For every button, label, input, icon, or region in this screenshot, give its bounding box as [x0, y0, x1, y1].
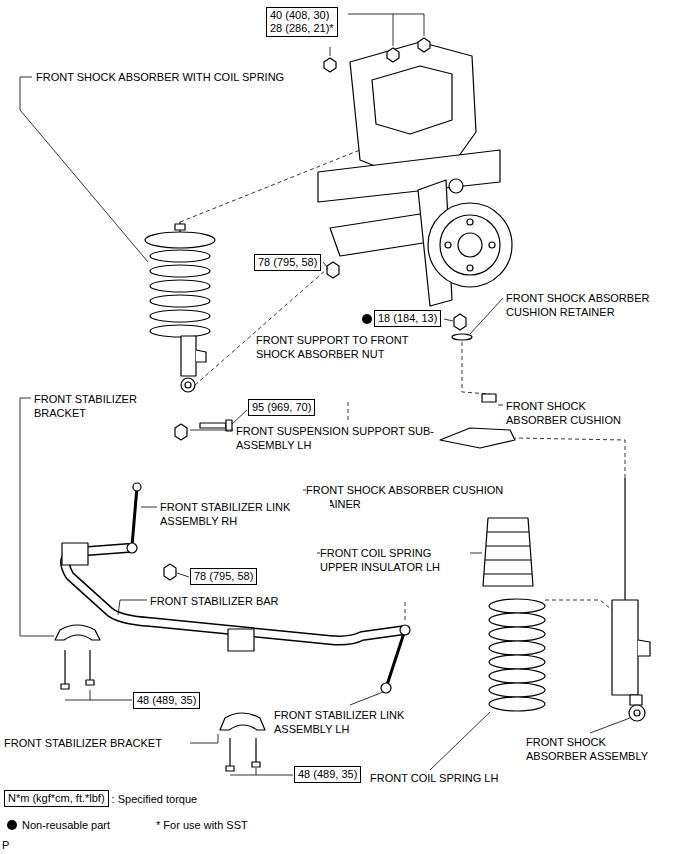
part-label: FRONT SHOCK ABSORBER ASSEMBLY: [526, 735, 666, 763]
torque-value: 18 (184, 13): [378, 312, 437, 325]
torque-box: 48 (489, 35): [294, 766, 361, 783]
legend-text: : Specified torque: [112, 792, 198, 806]
part-label: FRONT SHOCK ABSORBER CUSHION RETAINER: [306, 483, 536, 511]
torque-box: 95 (969, 70): [248, 399, 315, 416]
part-label: FRONT SUSPENSION SUPPORT SUB-ASSEMBLY LH: [236, 424, 436, 452]
torque-value: 48 (489, 35): [298, 768, 357, 781]
legend-text: Non-reusable part: [22, 818, 110, 832]
torque-value: 48 (489, 35): [137, 694, 196, 707]
torque-box: 48 (489, 35): [133, 692, 200, 709]
torque-value: 40 (408, 30): [270, 9, 334, 22]
torque-box: 78 (795, 58): [254, 254, 321, 271]
torque-value: 78 (795, 58): [194, 570, 253, 583]
part-label: FRONT SHOCK ABSORBER CUSHION: [506, 399, 646, 427]
legend-dot: [7, 820, 17, 830]
part-label: FRONT STABILIZER BAR: [150, 594, 279, 608]
torque-box: 40 (408, 30)28 (286, 21)*: [266, 7, 338, 37]
part-label: FRONT SHOCK ABSORBER CUSHION RETAINER: [506, 291, 686, 319]
torque-box: N*m (kgf*cm, ft.*lbf): [4, 790, 109, 807]
part-label: FRONT SUPPORT TO FRONT SHOCK ABSORBER NU…: [256, 333, 436, 361]
part-label: FRONT COIL SPRING UPPER INSULATOR LH: [320, 546, 470, 574]
part-label: FRONT SHOCK ABSORBER WITH COIL SPRING: [36, 70, 284, 84]
part-label: FRONT STABILIZER LINK ASSEMBLY RH: [160, 500, 330, 528]
torque-value: N*m (kgf*cm, ft.*lbf): [8, 792, 105, 805]
torque-box: 18 (184, 13): [374, 310, 441, 327]
part-label: FRONT STABILIZER LINK ASSEMBLY LH: [274, 708, 444, 736]
torque-box: 78 (795, 58): [190, 568, 257, 585]
torque-value: 95 (969, 70): [252, 401, 311, 414]
part-label: * For use with SST: [156, 818, 248, 832]
non-reusable-dot: [362, 314, 372, 324]
torque-value: 78 (795, 58): [258, 256, 317, 269]
torque-value: 28 (286, 21)*: [270, 22, 334, 35]
part-label: FRONT STABILIZER BRACKET: [34, 392, 164, 420]
part-label: FRONT STABILIZER BRACKET: [4, 736, 162, 750]
part-label: P: [2, 838, 9, 852]
part-label: FRONT COIL SPRING LH: [370, 771, 498, 785]
